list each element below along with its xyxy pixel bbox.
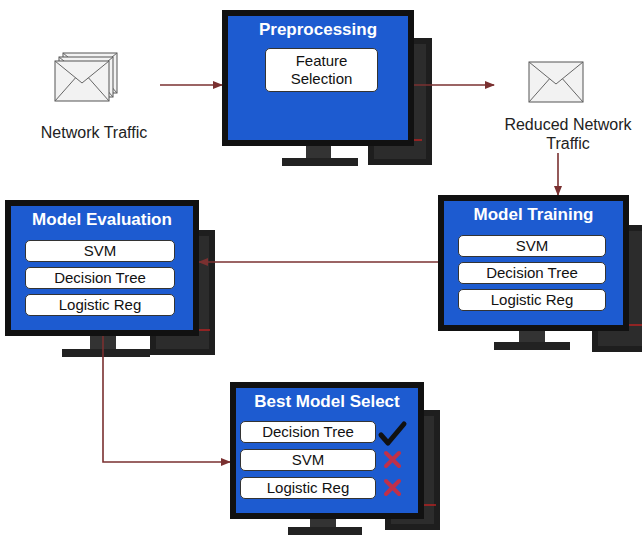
model-box: Decision Tree	[240, 421, 376, 443]
envelope-body	[529, 62, 583, 102]
flow-arrow	[199, 261, 438, 263]
monitor-screen: Model TrainingSVM Decision TreeLogistic R…	[438, 195, 629, 331]
envelope-icon	[528, 55, 592, 109]
cross-mark	[386, 453, 399, 466]
model-box: Logistic Reg	[25, 294, 175, 316]
monitor-neck	[310, 518, 336, 528]
model-box: Decision Tree	[458, 262, 606, 284]
model-label: Logistic Reg	[59, 296, 142, 314]
model-label: Decision Tree	[486, 264, 578, 282]
check-mark	[381, 424, 404, 443]
monitor-screen: Best Model SelectDecision TreeSVM Logisti…	[230, 382, 424, 519]
monitor-screen: Model EvaluationSVM Decision TreeLogistic…	[5, 200, 199, 336]
model-box: Logistic Reg	[458, 289, 606, 311]
tower-light	[628, 324, 642, 326]
flow-arrow	[103, 336, 230, 462]
model-label: SVM	[516, 237, 549, 255]
envelope-flap	[55, 61, 109, 101]
flow-arrow	[160, 84, 222, 86]
screen-title: Model Training	[444, 205, 623, 225]
model-label: Logistic Reg	[267, 479, 350, 497]
monitor-base	[288, 527, 362, 535]
tower-light	[422, 504, 436, 506]
model-label: SVM	[292, 451, 325, 469]
model-label: Decision Tree	[54, 269, 146, 287]
flow-arrow	[557, 153, 559, 195]
screen-title: Model Evaluation	[11, 210, 193, 230]
model-label: Decision Tree	[262, 423, 354, 441]
model-label: Feature Selection	[266, 52, 377, 88]
model-box: Feature Selection	[265, 48, 378, 92]
screen-title: Best Model Select	[236, 392, 418, 412]
flow-arrow	[414, 84, 494, 86]
envelope-icon	[54, 52, 118, 106]
model-box: SVM	[25, 240, 175, 262]
traffic-envelope: Reduced Network Traffic	[494, 55, 642, 153]
model-box: SVM	[240, 449, 376, 471]
monitor-neck	[519, 330, 545, 344]
monitor-neck	[306, 145, 331, 160]
monitor-screen: PreprocessingFeature Selection	[222, 10, 414, 146]
traffic-envelope: Network Traffic	[28, 52, 160, 142]
traffic-label: Network Traffic	[28, 123, 160, 142]
monitor-base	[62, 349, 150, 357]
monitor-base	[282, 158, 358, 166]
model-label: Logistic Reg	[491, 291, 574, 309]
envelope-flap	[529, 62, 583, 102]
cross-mark	[386, 481, 399, 494]
model-box: SVM	[458, 235, 606, 257]
model-box: Logistic Reg	[240, 477, 376, 499]
monitor-base	[494, 342, 570, 350]
screen-title: Preprocessing	[228, 20, 408, 40]
model-label: SVM	[84, 242, 117, 260]
envelope-body	[55, 61, 109, 101]
traffic-label: Reduced Network Traffic	[494, 115, 642, 153]
model-box: Decision Tree	[25, 267, 175, 289]
